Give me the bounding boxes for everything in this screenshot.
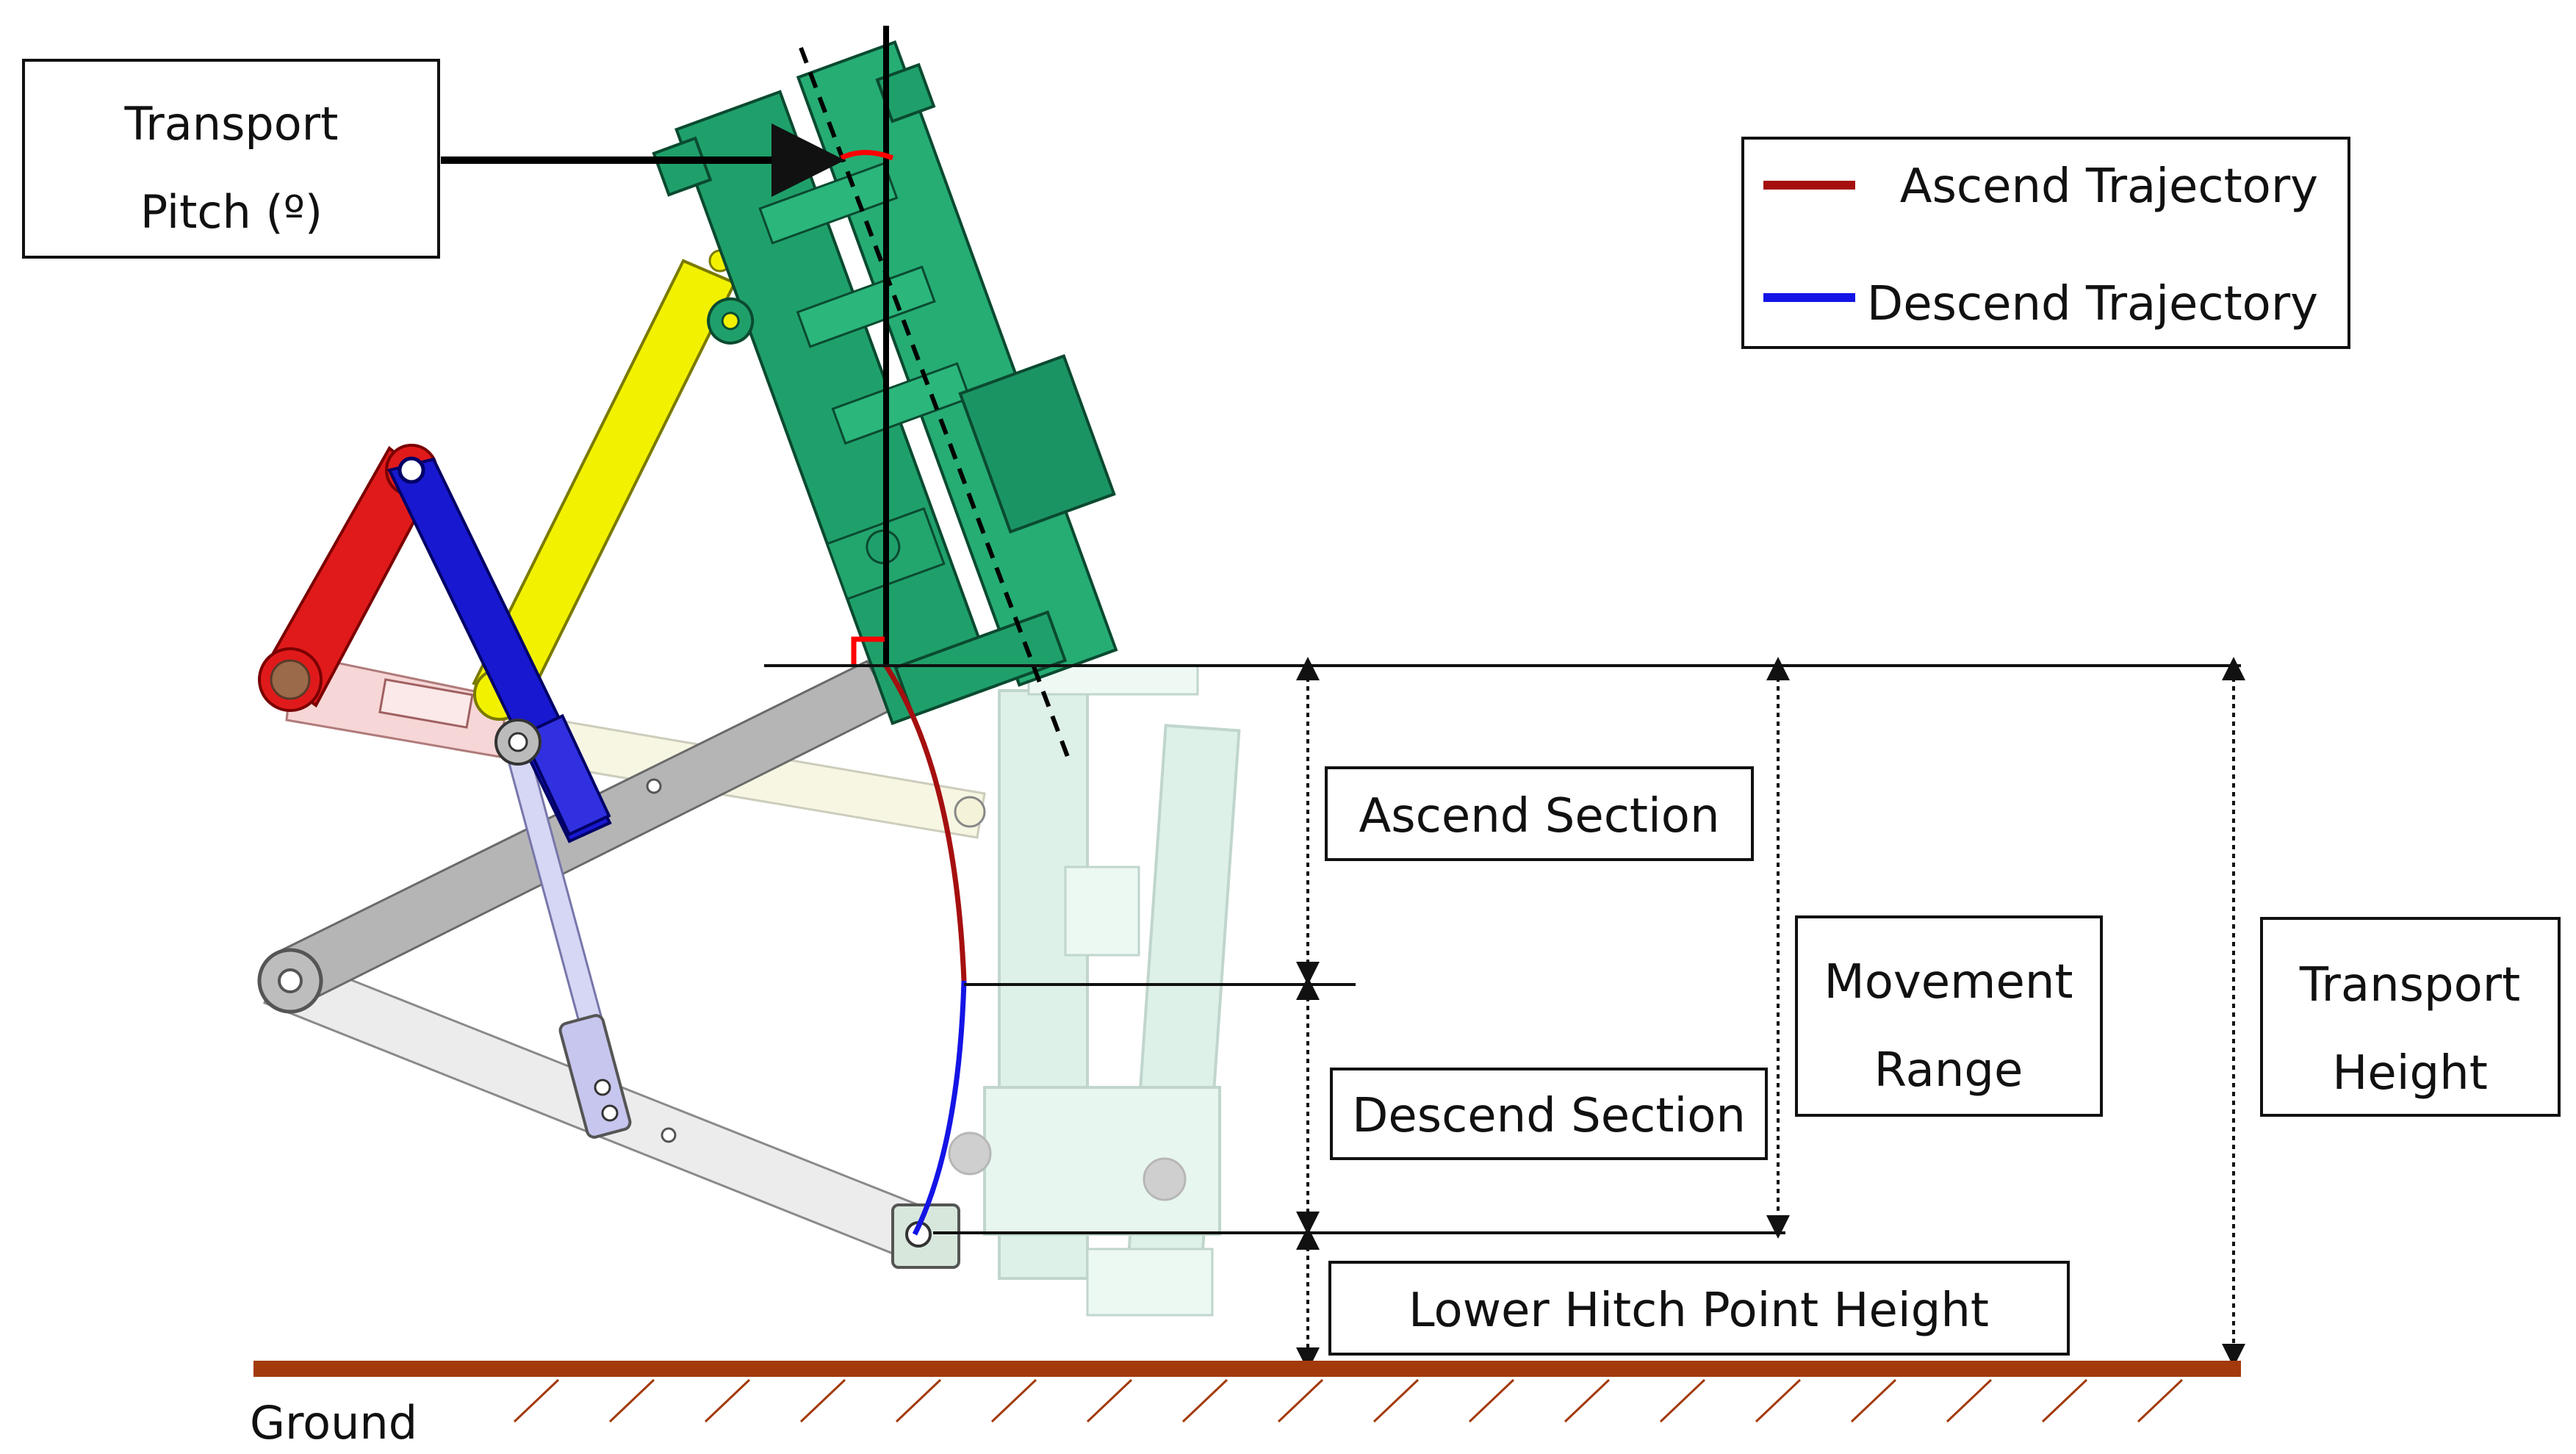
lower-hitch-point-height-label: Lower Hitch Point Height — [1408, 1284, 1989, 1338]
lowered-implement-ghost — [948, 663, 1241, 1317]
descend-section-box: Descend Section — [1330, 1068, 1768, 1160]
descend-trajectory-curve — [912, 980, 967, 1236]
ground-label: Ground — [250, 1396, 417, 1450]
raised-implement — [652, 40, 1118, 725]
pitch-angle-arc — [840, 150, 894, 161]
transport-height-box: Transport Height — [2260, 917, 2561, 1117]
legend-label-descend: Descend Trajectory — [1867, 277, 2318, 331]
ascend-trajectory-curve — [883, 663, 967, 982]
red-rocker-arm — [258, 444, 438, 712]
transport-height-label-line1: Transport — [2299, 958, 2520, 1012]
lower-links — [257, 660, 986, 1269]
movement-range-box: Movement Range — [1795, 915, 2103, 1117]
transport-pitch-callout: Transport Pitch (º) — [22, 59, 845, 259]
right-angle-marker — [851, 636, 885, 665]
ground: Ground — [250, 1361, 2241, 1450]
ground-hatching — [513, 1378, 2184, 1423]
implement-axis-dashed — [799, 46, 1071, 762]
dimension-lines — [764, 657, 2245, 1371]
movement-range-label-line1: Movement — [1824, 955, 2073, 1009]
transport-pitch-label-line2: Pitch (º) — [140, 185, 323, 239]
transport-height-label-line2: Height — [2332, 1046, 2488, 1101]
lower-hitch-point-height-box: Lower Hitch Point Height — [1328, 1261, 2070, 1356]
ascend-section-box: Ascend Section — [1325, 766, 1754, 861]
transport-pitch-label-line1: Transport — [124, 97, 339, 151]
ascend-section-label: Ascend Section — [1359, 789, 1720, 843]
blue-hydraulic-link — [387, 456, 612, 843]
descend-section-label: Descend Section — [1352, 1089, 1746, 1143]
legend: Ascend Trajectory Descend Trajectory — [1741, 137, 2350, 349]
legend-label-ascend: Ascend Trajectory — [1900, 159, 2318, 214]
movement-range-label-line2: Range — [1874, 1043, 2023, 1098]
